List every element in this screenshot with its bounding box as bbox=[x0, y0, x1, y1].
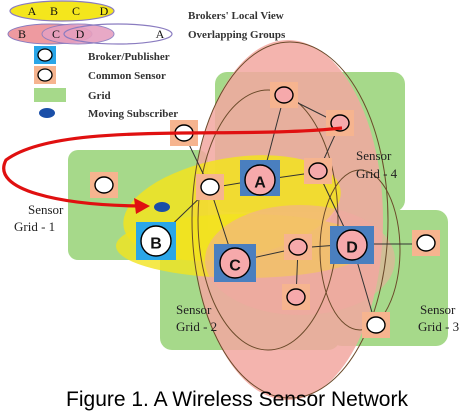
grid-2-label-line2: Grid - 2 bbox=[176, 319, 217, 334]
legend: A B C D Brokers' Local View B C D A Over… bbox=[7, 0, 286, 120]
group-outline-outer bbox=[191, 41, 389, 399]
broker-a: A bbox=[240, 160, 280, 196]
broker-c: C bbox=[214, 244, 256, 282]
brokers: A B C D bbox=[136, 160, 374, 282]
group-outline-inner bbox=[197, 89, 339, 351]
movement-arrow bbox=[2, 126, 343, 208]
common-sensor bbox=[304, 158, 332, 184]
legend-letter: D bbox=[100, 4, 109, 18]
legend-label: Brokers' Local View bbox=[188, 10, 284, 22]
legend-letter: C bbox=[72, 4, 80, 18]
legend-label: Common Sensor bbox=[88, 70, 166, 82]
legend-common-sensor: Common Sensor bbox=[34, 66, 166, 84]
legend-letter: A bbox=[156, 27, 165, 41]
grid-4-label-line1: Sensor bbox=[356, 148, 392, 163]
common-sensor bbox=[270, 82, 298, 108]
arrow-head bbox=[134, 198, 150, 214]
moving-subscriber bbox=[154, 202, 170, 212]
legend-letter: B bbox=[18, 27, 26, 41]
legend-moving-subscriber: Moving Subscriber bbox=[39, 108, 178, 120]
common-sensor bbox=[282, 284, 310, 310]
grid-4-label-line2: Grid - 4 bbox=[356, 166, 398, 181]
broker-d: D bbox=[330, 226, 374, 264]
legend-broker-publisher: Broker/Publisher bbox=[34, 46, 170, 64]
legend-letter: D bbox=[76, 27, 85, 41]
legend-letter: C bbox=[52, 27, 60, 41]
legend-letter: A bbox=[28, 4, 37, 18]
legend-label: Grid bbox=[88, 90, 111, 102]
legend-brokers-local-view: A B C D Brokers' Local View bbox=[9, 0, 284, 22]
grid-3-label-line1: Sensor bbox=[420, 302, 456, 317]
legend-label: Overlapping Groups bbox=[188, 29, 286, 41]
common-sensor bbox=[362, 312, 390, 338]
subscriber-path bbox=[2, 126, 343, 214]
legend-letter: B bbox=[50, 4, 58, 18]
figure-caption: Figure 1. A Wireless Sensor Network bbox=[66, 388, 408, 411]
grid-labels: Sensor Grid - 1 Sensor Grid - 4 Sensor G… bbox=[14, 148, 459, 334]
legend-grid: Grid bbox=[34, 88, 111, 102]
common-sensor bbox=[284, 234, 312, 260]
grid-1-label-line2: Grid - 1 bbox=[14, 219, 55, 234]
grid-1-label-line1: Sensor bbox=[28, 202, 64, 217]
broker-c-label: C bbox=[229, 258, 241, 275]
grid-2-label-line1: Sensor bbox=[176, 302, 212, 317]
group-outline-right bbox=[319, 169, 401, 331]
legend-label: Moving Subscriber bbox=[88, 108, 178, 120]
broker-b-label: B bbox=[150, 236, 162, 253]
legend-label: Broker/Publisher bbox=[88, 51, 170, 63]
common-sensor bbox=[412, 230, 440, 256]
common-sensor bbox=[326, 110, 354, 136]
broker-d-label: D bbox=[346, 240, 358, 257]
grid-3-label-line2: Grid - 3 bbox=[418, 319, 459, 334]
broker-a-label: A bbox=[254, 175, 266, 192]
broker-b: B bbox=[136, 222, 176, 260]
common-sensor bbox=[196, 174, 224, 200]
legend-overlapping-groups: B C D A Overlapping Groups bbox=[7, 23, 286, 45]
common-sensor bbox=[90, 172, 118, 198]
